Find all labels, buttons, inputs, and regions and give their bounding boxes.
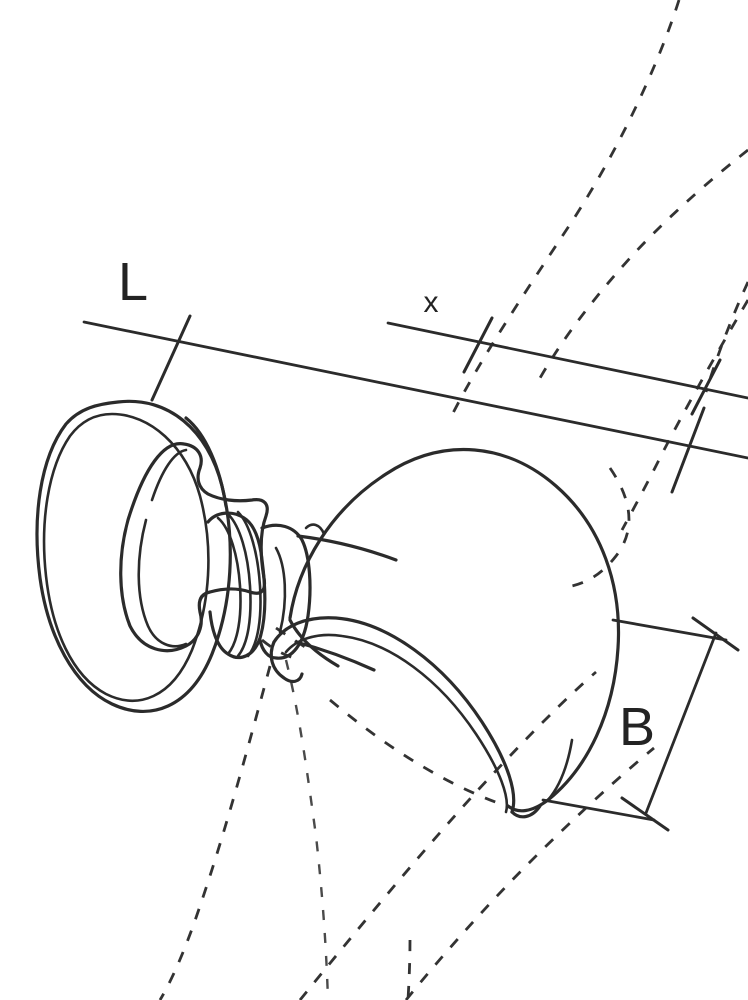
paper-roll-phantom-group [158, 0, 748, 1000]
dimension-label-B: B [619, 697, 655, 757]
dimension-extension-B-upper [611, 618, 728, 642]
arm-shaft-top-edge [296, 534, 398, 562]
phantom-line-upper-b [538, 148, 748, 379]
cylinder-inner-wall-edge [546, 738, 574, 802]
phantom-cylinder-hidden-arc [329, 698, 513, 810]
rosette-rim-inner-edge [42, 412, 210, 702]
phantom-collar-hidden-b [275, 626, 311, 652]
cylinder-opening-outer-lip [272, 616, 516, 814]
knob-boss-inner-line [137, 518, 188, 648]
dimension-label-L: L [118, 252, 148, 312]
rosette-right-shoulder [184, 416, 228, 508]
phantom-roll-surface-a [298, 670, 597, 1000]
collar-rib-3 [236, 510, 262, 658]
dimension-label-x: x [424, 286, 439, 319]
phantom-roll-core-left [284, 659, 330, 1000]
ribbed-collar-group [206, 510, 312, 660]
collar-rib-1 [216, 516, 242, 656]
phantom-roll-edge-vertical [406, 939, 412, 1000]
cylinder-lip-left-tip [269, 640, 304, 684]
holder-cylinder-group [269, 448, 621, 819]
cylinder-lip-bottom-tip [510, 804, 542, 819]
dimension-tick-L-left [150, 314, 192, 402]
dimension-tick-x-left [462, 316, 494, 374]
dimension-tick-B-top [691, 616, 740, 652]
phantom-line-upper-a [450, 0, 681, 416]
knob-boss-top-inner-line [150, 448, 188, 502]
collar-bore-arc [274, 546, 287, 634]
phantom-collar-hidden-a [261, 638, 301, 662]
phantom-roll-surface-b [404, 746, 655, 1000]
phantom-line-upper-c [704, 281, 748, 393]
phantom-roll-back-edge [571, 467, 631, 588]
arm-shaft-group [294, 523, 398, 672]
dimension-tick-L-right [670, 406, 706, 494]
arm-shaft-flange [304, 523, 326, 536]
cylinder-opening-inner-lip [284, 633, 509, 814]
dimension-tick-B-bottom [620, 796, 670, 832]
phantom-roll-left-silhouette [158, 665, 272, 1000]
arm-shaft-bottom-edge [294, 640, 376, 672]
collar-rib-2 [226, 512, 252, 658]
cylinder-outer-silhouette [288, 448, 621, 813]
dimension-line-B [644, 631, 718, 815]
dimension-line-L [82, 320, 748, 460]
dimension-tick-x-right [690, 358, 722, 416]
dimension-extension-B-lower [541, 798, 656, 822]
dimension-lines-group [82, 314, 748, 832]
dimension-line-x [386, 321, 748, 400]
rosette-outer-edge [35, 399, 232, 713]
rosette-wall-plate-group [35, 399, 232, 713]
phantom-line-upper-d [620, 299, 748, 531]
